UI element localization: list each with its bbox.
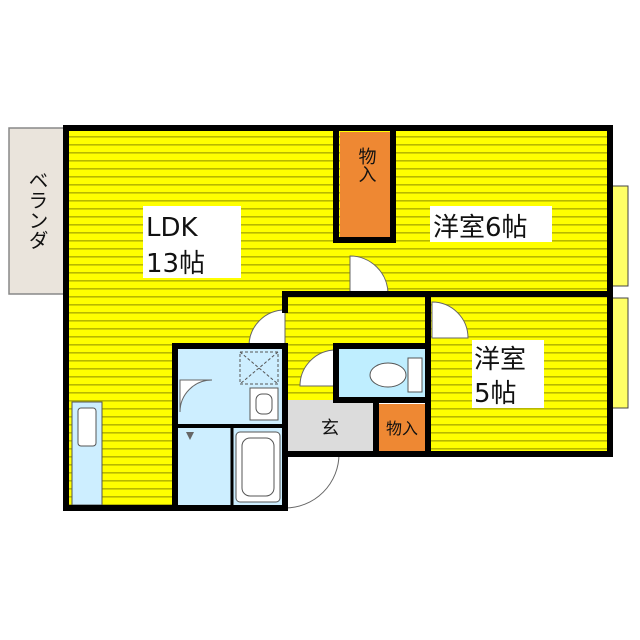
- balcony-label: ベランダ: [25, 170, 49, 250]
- ldk-label: LDK: [146, 213, 199, 243]
- bedroom-5-label: 洋室: [474, 345, 526, 375]
- entrance-label: 玄: [321, 418, 339, 439]
- shower-icon: [186, 432, 194, 440]
- closet-2-label: 物入: [386, 419, 418, 438]
- bathtub-icon: [235, 431, 281, 503]
- ldk-size-label: 13帖: [146, 249, 205, 279]
- closet-1-label: 物入: [356, 147, 377, 183]
- ldk-room: [66, 128, 336, 508]
- closet-1: [340, 132, 393, 238]
- entrance: [285, 400, 376, 454]
- bedroom-6-label: 洋室6帖: [433, 213, 528, 243]
- bedroom-5-size-label: 5帖: [474, 379, 517, 409]
- vanity-icon: [249, 387, 279, 421]
- closet-2: [376, 404, 428, 454]
- balcony: [8, 127, 67, 295]
- toilet-icon: [369, 362, 407, 388]
- kitchen-sink-icon: [77, 407, 97, 447]
- toilet-tank-icon: [407, 357, 423, 393]
